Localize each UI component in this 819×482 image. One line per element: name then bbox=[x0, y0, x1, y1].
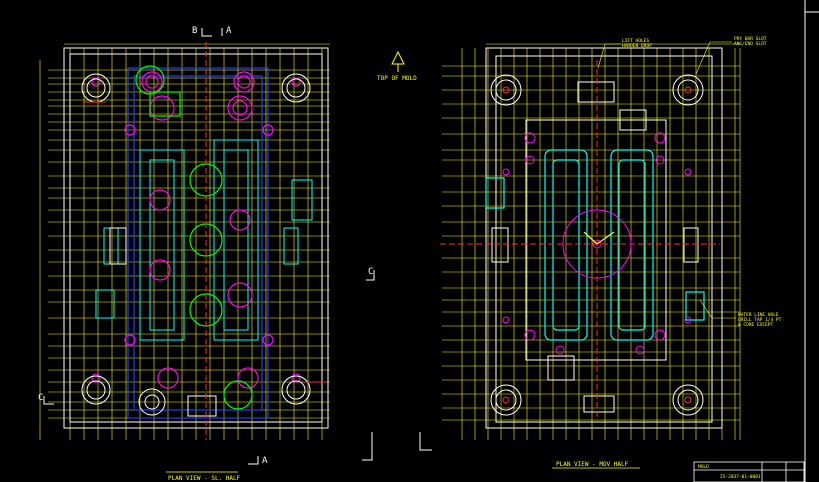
left-view-title: PLAN VIEW - SL. HALF bbox=[168, 475, 241, 482]
title-block-number: 25-2037-01-0001 bbox=[720, 474, 761, 480]
left-bolt-circles bbox=[91, 71, 301, 389]
left-section-markers: B A C C A bbox=[38, 26, 373, 466]
right-sprue-marks bbox=[583, 231, 615, 245]
right-cavity-slots bbox=[485, 149, 705, 341]
right-red-centerlines bbox=[440, 60, 720, 420]
section-c-right-label: C bbox=[368, 267, 373, 277]
section-a-bottom-label: A bbox=[262, 456, 268, 466]
right-dimension-lines bbox=[442, 43, 741, 440]
left-insert-frame bbox=[127, 67, 269, 419]
right-corner-marker bbox=[419, 432, 432, 451]
right-guide-pins bbox=[490, 74, 704, 416]
left-red-centerlines bbox=[84, 42, 326, 440]
left-plate-outline bbox=[63, 47, 329, 429]
section-a-label: A bbox=[226, 26, 232, 36]
top-of-mold-label: TOP OF MOLD bbox=[377, 75, 417, 82]
section-b-label: B bbox=[192, 26, 197, 36]
right-bolt-circles bbox=[502, 132, 692, 355]
plan-view-stationary-half: B A C C A PLAN VIEW - SL. HALF bbox=[38, 26, 375, 482]
top-of-mold-indicator: TOP OF MOLD bbox=[377, 50, 417, 82]
title-block: MOLD 25-2037-01-0001 bbox=[693, 461, 805, 482]
right-view-title: PLAN VIEW - MOV HALF bbox=[556, 461, 629, 468]
section-c-left-label: C bbox=[38, 393, 43, 403]
title-block-label: MOLD bbox=[698, 464, 709, 470]
left-section-arrows bbox=[43, 28, 375, 465]
sheet-frame bbox=[804, 0, 819, 482]
